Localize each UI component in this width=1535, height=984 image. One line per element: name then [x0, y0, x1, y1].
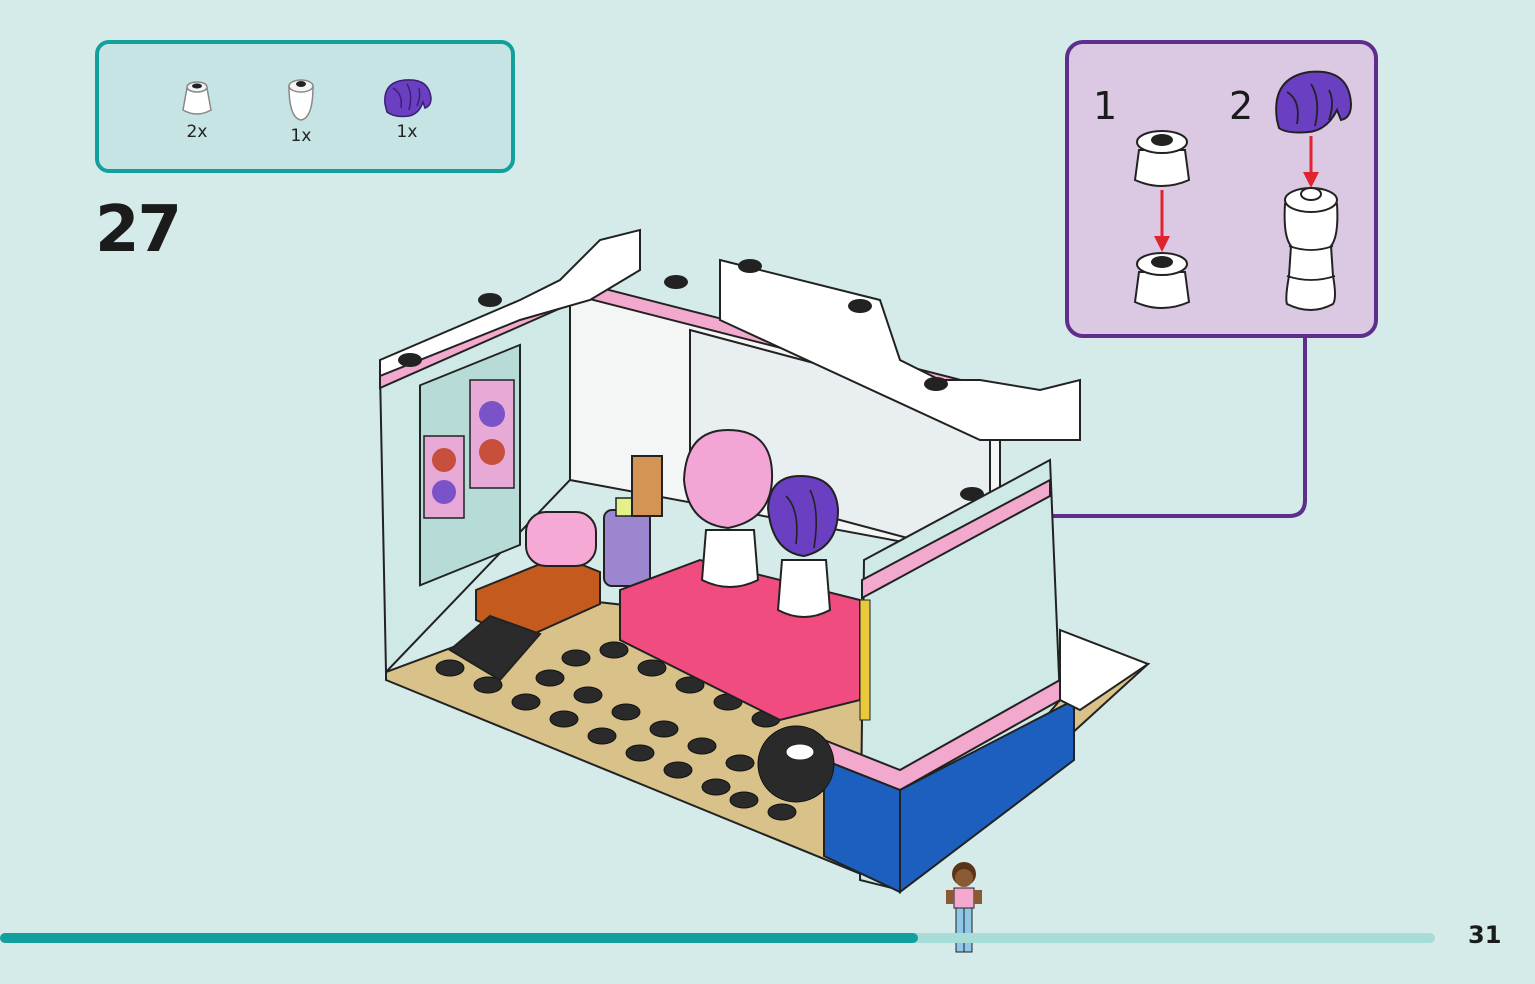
part-qty: 2x — [186, 122, 208, 142]
purple-hair-icon — [1275, 70, 1353, 134]
progress-fill — [0, 933, 919, 943]
part-qty: 1x — [396, 122, 418, 142]
minifigure-icon — [946, 862, 982, 953]
white-torso-icon — [1283, 187, 1339, 311]
sub-assembly-diagram — [1133, 70, 1353, 311]
sub-step-label: 2 — [1229, 84, 1254, 128]
part-item: 2x — [167, 74, 227, 142]
white-cone-brick-icon — [1133, 252, 1191, 309]
purple-hair-icon — [384, 79, 432, 118]
part-item: 1x — [271, 74, 331, 146]
white-cone-brick-icon — [1133, 130, 1191, 187]
white-torso-icon — [288, 79, 314, 121]
parts-list-box: 2x 1x 1x — [95, 40, 515, 173]
progress-bar — [0, 933, 1435, 943]
white-cone-brick-icon — [182, 81, 212, 115]
step-number: 27 — [95, 193, 182, 267]
sub-assembly-box: 1 2 — [1065, 40, 1378, 338]
sub-step-label: 1 — [1093, 84, 1118, 128]
page-number: 31 — [1468, 921, 1502, 949]
part-qty: 1x — [290, 126, 312, 146]
part-item: 1x — [377, 74, 437, 142]
